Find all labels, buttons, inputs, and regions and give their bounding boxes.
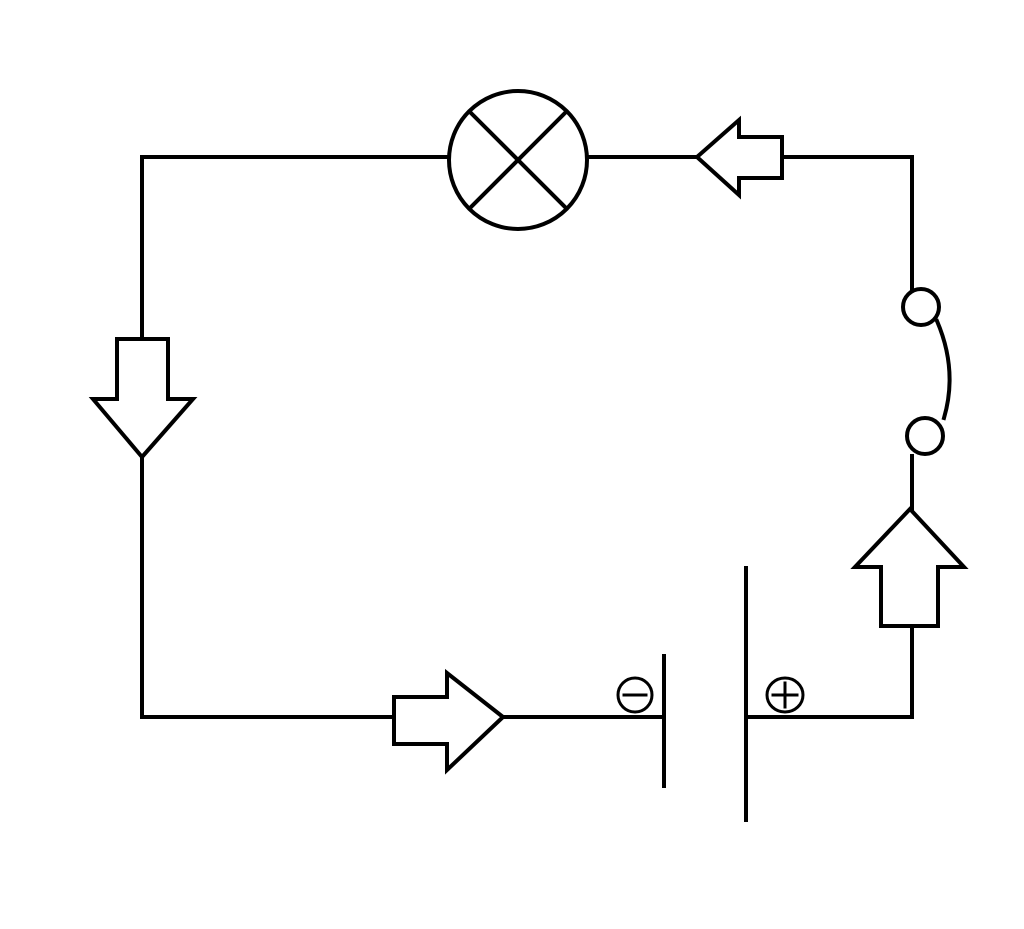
arrow-right-up-icon: [850, 506, 969, 628]
lamp-icon: [447, 89, 589, 231]
arrow-top-left-icon: [693, 115, 784, 200]
wire-top-left: [140, 155, 664, 719]
battery-icon: [662, 566, 748, 822]
arrow-left-down-icon: [88, 337, 198, 461]
switch-icon: [901, 287, 952, 456]
negative-terminal-icon: [616, 676, 654, 714]
circuit-wires: [140, 155, 914, 719]
arrow-bottom-right-icon: [392, 668, 507, 775]
positive-terminal-icon: [765, 676, 805, 714]
